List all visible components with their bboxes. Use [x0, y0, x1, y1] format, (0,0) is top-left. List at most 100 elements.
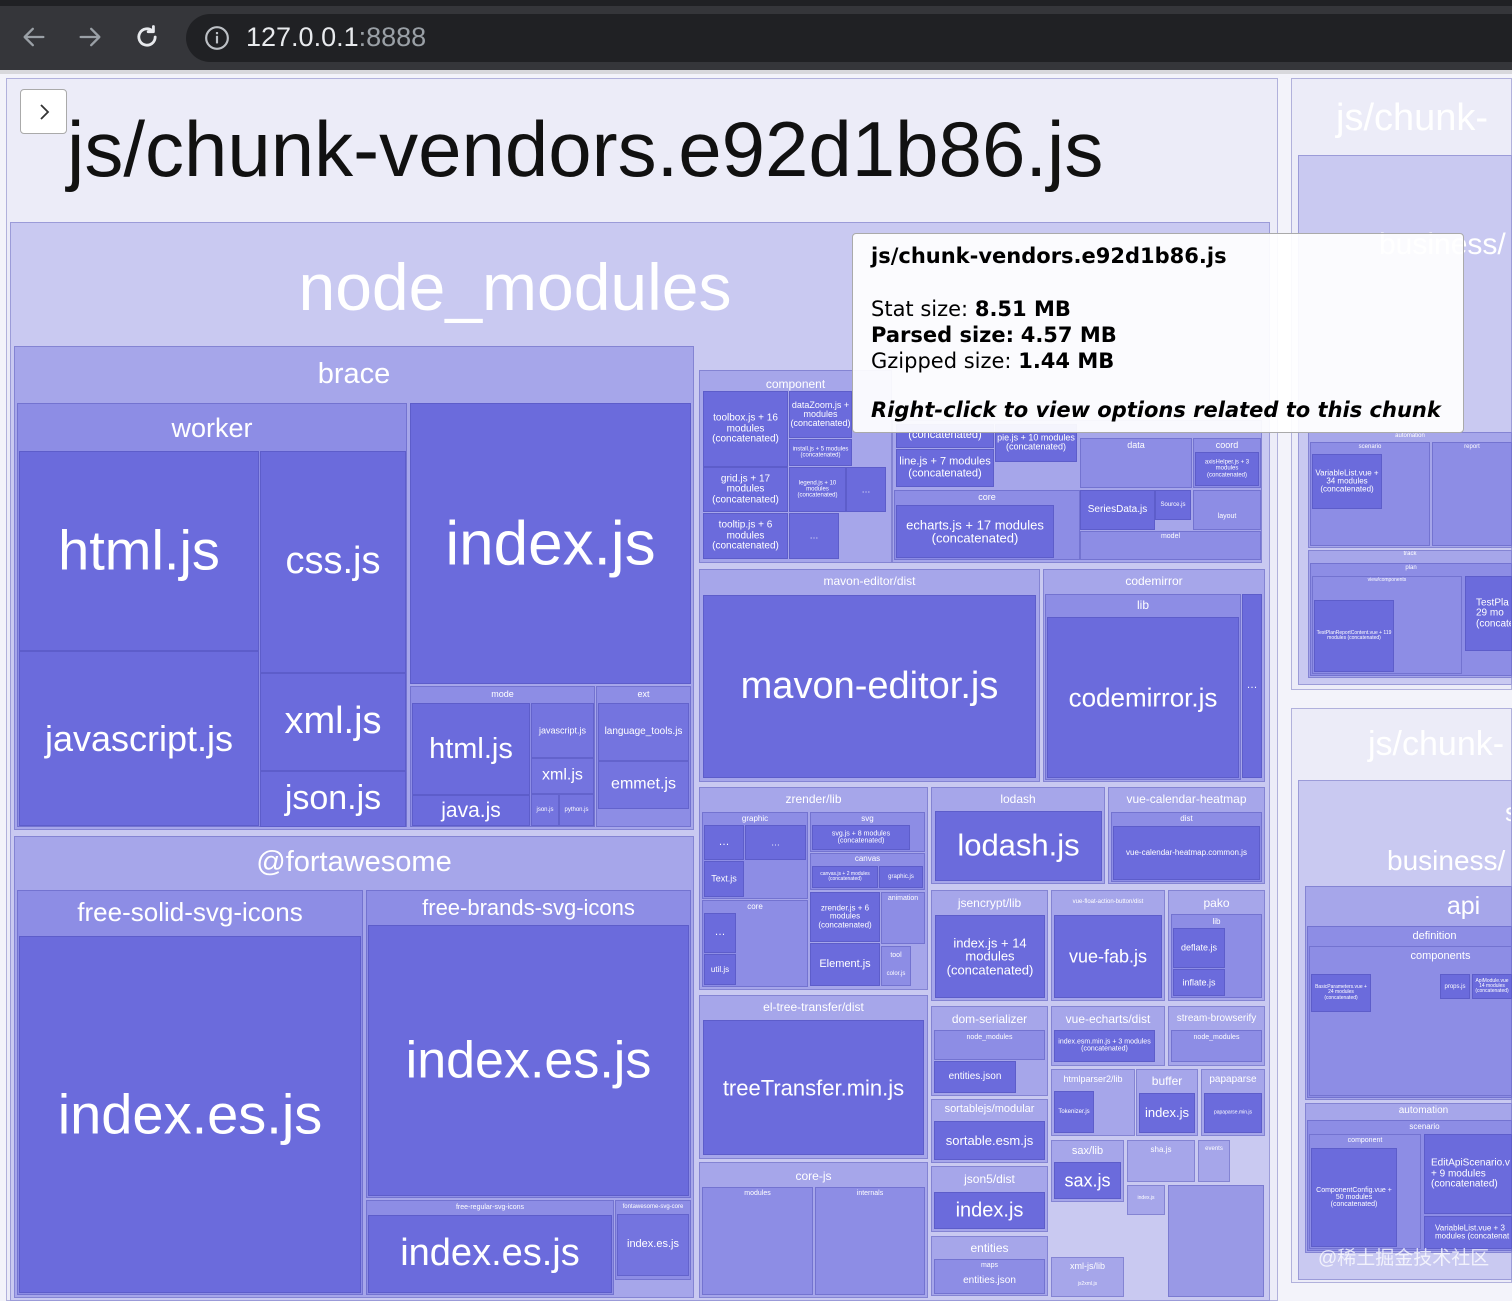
- module-index-js[interactable]: index.js: [410, 403, 691, 684]
- module-vue-echarts-index[interactable]: index.esm.min.js + 3 modules (concatenat…: [1054, 1030, 1155, 1062]
- module-element-js[interactable]: Element.js: [810, 943, 880, 986]
- module-jsencrypt-index[interactable]: index.js + 14 modules (concatenated): [935, 915, 1045, 998]
- module-buffer-index-js[interactable]: index.js: [1139, 1093, 1195, 1133]
- module-json-js[interactable]: json.js: [260, 771, 406, 827]
- module-basicparameters[interactable]: BasicParameters.vue + 24 modules (concat…: [1311, 974, 1371, 1012]
- module-codemirror-js[interactable]: codemirror.js: [1047, 617, 1239, 778]
- module-line[interactable]: line.js + 7 modules (concatenated): [896, 449, 994, 487]
- module-canvas-js[interactable]: canvas.js + 2 modules (concatenated): [812, 866, 878, 888]
- group-sb-node-modules[interactable]: node_modules: [1171, 1030, 1262, 1062]
- module-mode-html-js[interactable]: html.js: [412, 703, 530, 795]
- module-free-brands-index-es-js[interactable]: index.es.js: [368, 925, 689, 1196]
- module-source[interactable]: Source.js: [1155, 490, 1191, 520]
- group-tool[interactable]: tool color.js: [881, 946, 911, 986]
- address-bar[interactable]: 127.0.0.1:8888: [186, 14, 1512, 62]
- module-heatmap-js[interactable]: vue-calendar-heatmap.common.js: [1113, 826, 1260, 880]
- module-html-js[interactable]: html.js: [19, 451, 259, 651]
- module-inflate-js[interactable]: inflate.js: [1173, 969, 1225, 996]
- group-sha-js[interactable]: sha.js: [1127, 1140, 1195, 1182]
- module-json5-index[interactable]: index.js: [934, 1192, 1045, 1229]
- module-core-more[interactable]: …: [704, 913, 736, 953]
- module-zrender-js[interactable]: zrender.js + 6 modules (concatenated): [810, 892, 880, 942]
- module-deflate-js[interactable]: deflate.js: [1173, 928, 1225, 968]
- module-language-tools-js[interactable]: language_tools.js: [598, 703, 689, 761]
- module-xml-js[interactable]: xml.js: [260, 673, 406, 771]
- group-model[interactable]: model: [1080, 531, 1261, 560]
- group-label: ext: [637, 689, 650, 699]
- reload-button[interactable]: [129, 19, 165, 55]
- module-python-js[interactable]: python.js: [559, 794, 594, 826]
- module-free-solid-index-es-js[interactable]: index.es.js: [19, 936, 361, 1293]
- module-javascript-js[interactable]: javascript.js: [19, 651, 259, 826]
- module-component-more[interactable]: …: [846, 467, 886, 512]
- module-mode-xml-js[interactable]: xml.js: [531, 758, 594, 794]
- module-graphic-js[interactable]: graphic.js: [879, 866, 923, 888]
- group-core-js-modules[interactable]: modules: [702, 1187, 813, 1295]
- module-graphic-more2[interactable]: …: [745, 825, 806, 860]
- module-mode-javascript-js[interactable]: javascript.js: [531, 703, 594, 758]
- group-maps[interactable]: maps entities.json: [934, 1259, 1045, 1294]
- module-treetransfer-js[interactable]: treeTransfer.min.js: [703, 1020, 924, 1155]
- module-label: install.js + 5 modules (concatenated): [792, 446, 849, 459]
- module-tooltip[interactable]: tooltip.js + 6 modules (concatenated): [703, 513, 788, 559]
- module-echarts[interactable]: echarts.js + 17 modules (concatenated): [896, 505, 1054, 558]
- module-variablelist-2[interactable]: VariableList.vue + 3 modules (concatenat: [1424, 1216, 1512, 1249]
- module-emmet-js[interactable]: emmet.js: [598, 761, 689, 809]
- module-testplan-report[interactable]: TestPlanReportContent.vue + 119 modules …: [1314, 600, 1394, 672]
- module-fontawesome-core-index[interactable]: index.es.js: [617, 1214, 689, 1276]
- module-mavon-editor-js[interactable]: mavon-editor.js: [703, 595, 1036, 778]
- back-button[interactable]: [16, 19, 52, 55]
- group-report[interactable]: report: [1432, 442, 1512, 546]
- group-domser-node-modules[interactable]: node_modules: [934, 1030, 1045, 1060]
- group-data[interactable]: data: [1080, 438, 1192, 488]
- module-tokenizer-js[interactable]: Tokenizer.js: [1054, 1091, 1094, 1133]
- module-apimodule[interactable]: ApiModule.vue 14 modules (concatenated): [1472, 974, 1512, 999]
- module-componentconfig[interactable]: ComponentConfig.vue + 50 modules (concat…: [1311, 1148, 1397, 1247]
- module-editapiscenario[interactable]: EditApiScenario.v + 9 modules (concatena…: [1424, 1134, 1512, 1214]
- module-component-more2[interactable]: …: [789, 513, 839, 559]
- group-layout[interactable]: layout: [1193, 490, 1261, 530]
- module-free-regular-index-es-js[interactable]: index.es.js: [368, 1215, 612, 1293]
- group-label: track: [1403, 551, 1417, 557]
- url-text[interactable]: 127.0.0.1:8888: [246, 22, 426, 53]
- module-toolbox[interactable]: toolbox.js + 16 modules (concatenated): [703, 391, 788, 467]
- module-datazoom[interactable]: dataZoom.js + modules (concatenated): [789, 391, 852, 438]
- group-label: el-tree-transfer/dist: [763, 1000, 864, 1014]
- module-grid[interactable]: grid.js + 17 modules (concatenated): [703, 467, 788, 512]
- stat-value: 8.51 MB: [974, 297, 1071, 321]
- group-xml-js[interactable]: xml-js/lib js2xml.js: [1051, 1257, 1124, 1297]
- module-css-js[interactable]: css.js: [260, 451, 406, 673]
- module-variablelist[interactable]: VariableList.vue + 34 modules (concatena…: [1312, 454, 1382, 509]
- group-components[interactable]: components: [1309, 946, 1512, 1096]
- module-util-js[interactable]: util.js: [704, 954, 736, 985]
- module-legend[interactable]: legend.js + 10 modules (concatenated): [789, 467, 846, 512]
- module-label: codemirror.js: [1068, 681, 1218, 712]
- module-seriesdata[interactable]: SeriesData.js: [1080, 490, 1155, 530]
- info-icon[interactable]: [204, 25, 230, 51]
- group-events[interactable]: events: [1198, 1140, 1230, 1182]
- module-entities-json[interactable]: entities.json: [934, 1061, 1016, 1093]
- module-install[interactable]: install.js + 5 modules (concatenated): [789, 439, 852, 466]
- module-props-js[interactable]: props.js: [1440, 974, 1470, 999]
- group-label: htmlparser2/lib: [1063, 1074, 1123, 1084]
- group-small-modules[interactable]: [1168, 1185, 1264, 1297]
- module-java-js[interactable]: java.js: [412, 795, 530, 826]
- module-papaparse-js[interactable]: papaparse.min.js: [1204, 1093, 1262, 1133]
- module-codemirror-more[interactable]: …: [1242, 594, 1262, 778]
- module-axishelper[interactable]: axisHelper.js + 3 modules (concatenated): [1195, 452, 1259, 486]
- module-sortable-js[interactable]: sortable.esm.js: [934, 1121, 1045, 1160]
- module-vue-fab-js[interactable]: vue-fab.js: [1054, 915, 1162, 998]
- module-graphic-more[interactable]: …: [704, 825, 744, 860]
- module-sax-js[interactable]: sax.js: [1054, 1162, 1121, 1199]
- module-text-js[interactable]: Text.js: [704, 861, 744, 897]
- group-misc-index[interactable]: index.js: [1127, 1185, 1165, 1215]
- group-core-js-internals[interactable]: internals: [815, 1187, 925, 1295]
- group-label: coord: [1215, 440, 1239, 450]
- module-mode-json-js[interactable]: json.js: [531, 794, 559, 826]
- sidebar-toggle-button[interactable]: [20, 89, 67, 134]
- forward-button[interactable]: [72, 19, 108, 55]
- module-testplan[interactable]: TestPla 29 mo (concate: [1465, 576, 1512, 651]
- module-svg-js[interactable]: svg.js + 8 modules (concatenated): [812, 825, 910, 850]
- group-animation[interactable]: animation: [881, 892, 925, 944]
- module-lodash-js[interactable]: lodash.js: [935, 811, 1102, 881]
